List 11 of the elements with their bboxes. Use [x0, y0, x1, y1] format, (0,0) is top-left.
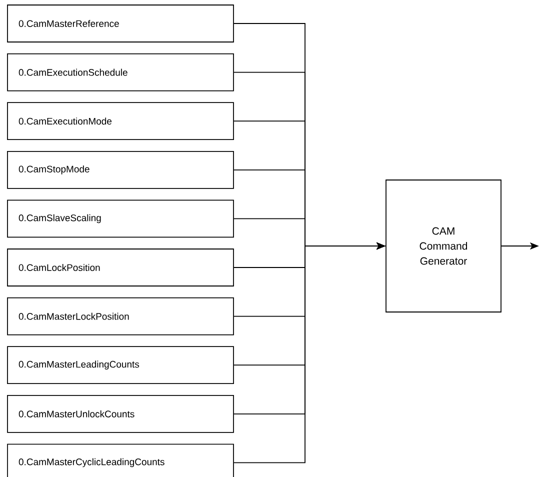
input-box: 0.CamMasterReference [7, 4, 234, 42]
generator-box: CAM Command Generator [386, 180, 502, 312]
input-box: 0.CamMasterLeadingCounts [7, 346, 234, 384]
input-box: 0.CamMasterLockPosition [7, 297, 234, 336]
input-box: 0.CamLockPosition [7, 248, 234, 286]
input-box: 0.CamMasterUnlockCounts [7, 394, 234, 433]
input-box: 0.CamSlaveScaling [7, 200, 234, 238]
input-box: 0.CamMasterCyclicLeadingCounts [7, 444, 234, 477]
input-box: 0.CamStopMode [7, 150, 234, 189]
input-box: 0.CamExecutionMode [7, 102, 234, 140]
input-box: 0.CamExecutionSchedule [7, 53, 234, 92]
